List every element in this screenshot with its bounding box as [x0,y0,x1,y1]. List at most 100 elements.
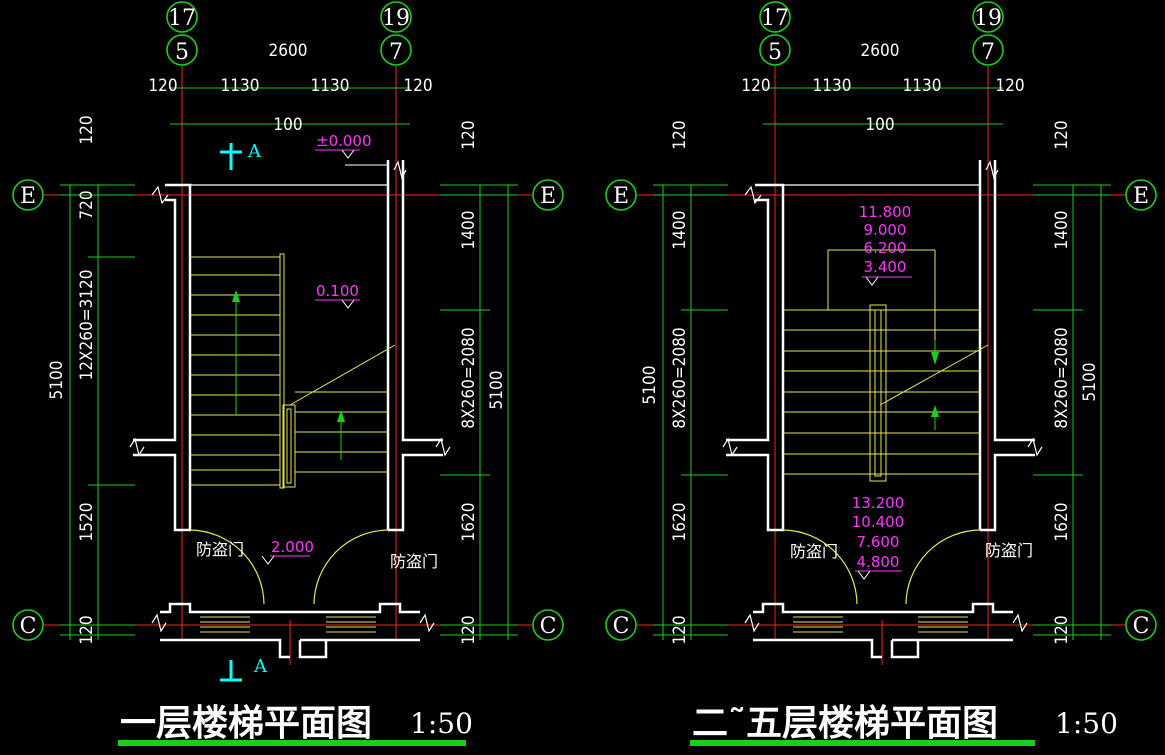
windows [200,616,376,633]
plan-scale: 1:50 [1055,707,1118,740]
axis-label: C [20,614,37,639]
dim-inner: 100 [865,115,894,135]
level-label: 11.800 [859,203,912,221]
door-label-left: 防盗门 [790,542,838,561]
axis-bubble-7: 7 [972,34,1004,66]
axis-bubble-19: 19 [972,1,1004,33]
walls [133,160,443,659]
level-label: 3.400 [864,258,907,276]
dim-right-bottom: 120 [459,615,479,644]
plan-ground-floor: 17 5 19 7 E E C C [12,1,564,746]
dim-right-overall: 5100 [1080,363,1100,402]
axis-label: 19 [974,6,1002,31]
level-label: 6.200 [864,239,907,257]
title-underline [690,740,1035,746]
level-label: 7.600 [857,533,900,551]
level-label: 9.000 [864,221,907,239]
dim-seg-1: 120 [741,76,770,96]
dim-left-bottom: 120 [670,615,690,644]
plan-title: 一层楼梯平面图 [120,703,372,744]
dim-right-2: 8X260=2080 [459,327,479,428]
axis-label: 17 [761,6,789,31]
axis-bubble-C-right: C [532,609,564,641]
plan-title: 二˜五层楼梯平面图 [692,703,998,744]
break-marks [722,160,1043,633]
door-swings [782,529,981,605]
dim-left-top: 120 [670,120,690,149]
dim-left-1: 720 [77,190,97,219]
dim-right-1: 1400 [1052,211,1072,250]
dim-seg-4: 120 [403,76,432,96]
axis-label: E [20,184,36,209]
dim-seg-1: 120 [148,76,177,96]
break-marks [129,160,451,633]
axis-bubble-C-left: C [605,609,637,641]
dim-seg-2: 1130 [221,76,260,96]
door-swings [189,529,389,605]
plan-typical-floors: 17 5 19 7 E E C C [605,1,1157,746]
axis-label: 7 [981,40,995,65]
plan-scale: 1:50 [410,707,473,740]
axis-bubble-C-left: C [12,609,44,641]
dim-left-bottom: 120 [77,615,97,644]
axis-bubble-19: 19 [380,1,412,33]
dim-seg-2: 1130 [813,76,852,96]
dim-right-overall: 5100 [487,371,507,410]
door-label-left: 防盗门 [196,540,244,559]
axis-label: 5 [175,40,189,65]
door-label-right: 防盗门 [985,541,1033,560]
axis-label: E [540,184,556,209]
axis-bubble-17: 17 [759,1,791,33]
level-label: 10.400 [852,513,905,531]
stair-arrows [931,340,939,430]
dimension-lines [60,87,518,640]
axis-label: C [1133,614,1150,639]
dim-left-overall: 5100 [640,366,660,405]
dim-left-2: 12X260=3120 [77,270,97,381]
level-label: ±0.000 [316,132,372,150]
axis-bubble-E-right: E [1125,179,1157,211]
level-label: 13.200 [852,494,905,512]
axis-bubble-5: 5 [166,34,198,66]
dim-left-2: 8X260=2080 [670,327,690,428]
section-mark-top [220,143,242,170]
dim-overall-width: 2600 [861,41,900,61]
dim-seg-4: 120 [995,76,1024,96]
dim-right-top: 120 [1052,120,1072,149]
stair-flight-left [190,253,396,489]
dim-overall-width: 2600 [269,41,308,61]
walls [726,160,1035,659]
level-stack-upper: 11.800 9.000 6.200 3.400 [859,203,912,286]
section-mark-bottom [220,660,242,682]
axis-bubble-E-left: E [12,179,44,211]
title-underline [118,740,466,746]
dim-left-top: 120 [77,115,97,144]
axis-bubble-E-right: E [532,179,564,211]
dim-left-3: 1520 [77,503,97,542]
dim-right-1: 1400 [459,211,479,250]
dim-right-3: 1620 [1052,503,1072,542]
dim-inner: 100 [273,115,302,135]
dim-seg-3: 1130 [311,76,350,96]
dim-right-bottom: 120 [1052,615,1072,644]
section-label-top: A [247,141,262,162]
dim-right-3: 1620 [459,503,479,542]
axis-label: E [1133,184,1149,209]
axis-bubble-E-left: E [605,179,637,211]
level-label: 0.100 [316,282,359,300]
dim-seg-3: 1130 [903,76,942,96]
dim-left-1: 1400 [670,211,690,250]
dim-left-3: 1620 [670,503,690,542]
level-label: 2.000 [271,538,314,556]
level-label: 4.800 [857,553,900,571]
level-stack-lower: 13.200 10.400 7.600 4.800 [852,494,905,580]
axis-bubble-5: 5 [759,34,791,66]
dim-left-overall: 5100 [47,361,67,400]
dim-right-top: 120 [459,120,479,149]
dim-right-2: 8X260=2080 [1052,327,1072,428]
axis-bubble-7: 7 [380,34,412,66]
axis-bubble-C-right: C [1125,609,1157,641]
axis-label: 19 [382,6,410,31]
axis-bubble-17: 17 [166,1,198,33]
